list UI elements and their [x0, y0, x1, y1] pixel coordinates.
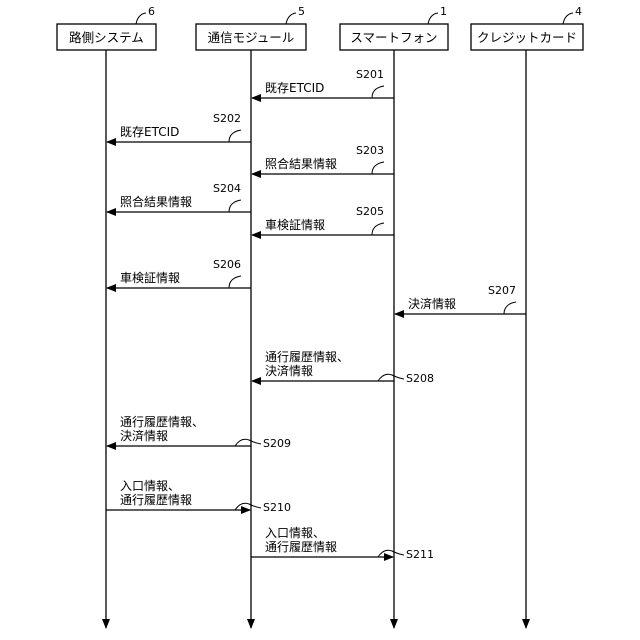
ref-number-phone: 1 [440, 5, 447, 18]
ref-leader-roadside [136, 13, 146, 24]
ref-leader-phone [428, 13, 438, 24]
message-label: 照合結果情報 [120, 194, 192, 209]
message-s204: 照合結果情報 S204 [107, 182, 251, 212]
step-label: S206 [213, 258, 241, 271]
message-label: 通行履歴情報 [120, 493, 192, 507]
ref-leader-card [563, 13, 573, 24]
step-leader [372, 162, 384, 174]
participant-label-phone: スマートフォン [350, 30, 437, 45]
step-leader [372, 86, 384, 98]
step-label: S205 [356, 205, 384, 218]
step-label: S202 [213, 112, 241, 125]
ref-number-comm: 5 [298, 5, 305, 18]
message-s211: 入口情報、通行履歴情報 S211 [251, 526, 434, 561]
message-s210: 入口情報、通行履歴情報 S210 [106, 479, 291, 514]
message-s209: 通行履歴情報、決済情報 S209 [107, 415, 291, 450]
step-leader [229, 130, 241, 142]
step-label: S204 [213, 182, 241, 195]
step-leader [372, 223, 384, 235]
ref-number-roadside: 6 [148, 5, 155, 18]
message-label: 決済情報 [120, 428, 168, 443]
participant-roadside: 路側システム 6 [57, 5, 156, 628]
message-label: 入口情報、 [120, 479, 180, 493]
step-leader [235, 503, 261, 510]
step-label: S209 [263, 437, 291, 450]
step-leader [378, 550, 404, 557]
participant-card: クレジットカード 4 [471, 5, 583, 628]
step-label: S201 [356, 68, 384, 81]
messages: 既存ETCID S201 既存ETCID S202 照合結果情報 S203 照合結果情報 S2… [106, 68, 526, 561]
message-label: 通行履歴情報、 [120, 415, 204, 429]
step-label: S211 [406, 548, 434, 561]
participant-label-roadside: 路側システム [69, 30, 144, 45]
message-s203: 照合結果情報 S203 [252, 144, 394, 174]
message-label: 車検証情報 [265, 218, 325, 232]
message-s206: 車検証情報 S206 [107, 258, 251, 288]
message-label: 既存ETCID [265, 81, 324, 95]
message-label: 入口情報、 [265, 526, 325, 540]
message-label: 車検証情報 [120, 271, 180, 285]
message-label: 決済情報 [265, 363, 313, 378]
step-leader [235, 439, 261, 446]
message-s202: 既存ETCID S202 [107, 112, 251, 142]
message-label: 通行履歴情報 [265, 540, 337, 554]
message-label: 照合結果情報 [265, 156, 337, 171]
step-label: S208 [406, 372, 434, 385]
message-s201: 既存ETCID S201 [252, 68, 394, 98]
message-s208: 通行履歴情報、決済情報 S208 [252, 350, 434, 385]
step-leader [378, 374, 404, 381]
message-label: 通行履歴情報、 [265, 350, 349, 364]
message-label: 決済情報 [408, 296, 456, 311]
participant-label-card: クレジットカード [477, 30, 577, 45]
step-leader [229, 276, 241, 288]
ref-leader-comm [286, 13, 296, 24]
step-leader [504, 302, 516, 314]
message-s205: 車検証情報 S205 [252, 205, 394, 235]
step-leader [229, 200, 241, 212]
message-label: 既存ETCID [120, 125, 179, 139]
message-s207: 決済情報 S207 [395, 284, 526, 314]
ref-number-card: 4 [575, 5, 582, 18]
step-label: S210 [263, 501, 291, 514]
step-label: S207 [488, 284, 516, 297]
participant-label-comm: 通信モジュール [208, 30, 295, 45]
step-label: S203 [356, 144, 384, 157]
